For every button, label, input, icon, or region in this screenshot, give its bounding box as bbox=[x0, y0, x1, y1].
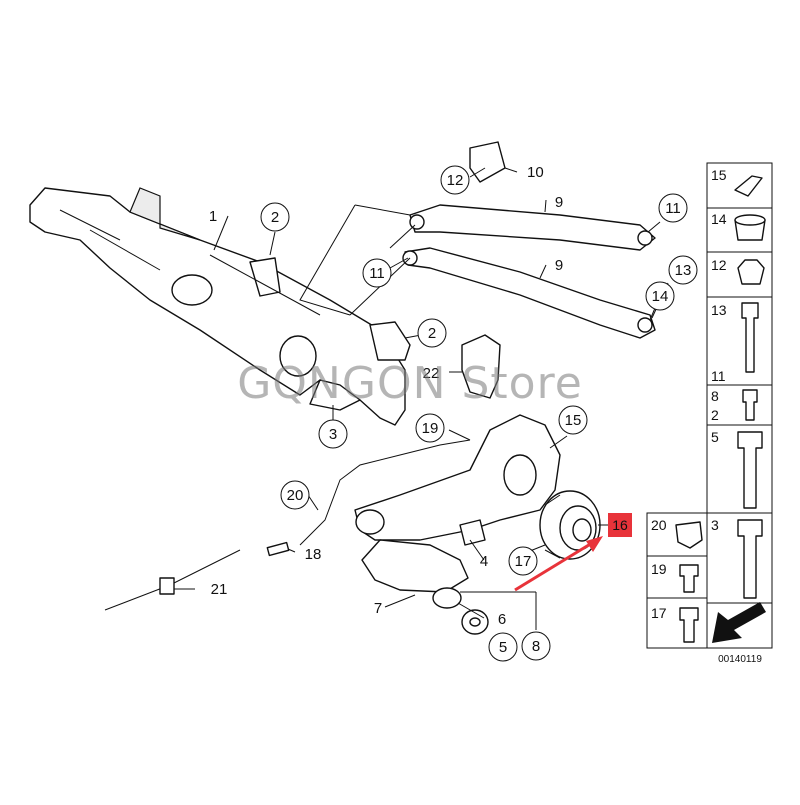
legend-2: 2 bbox=[711, 407, 719, 423]
callout-11: 11 bbox=[658, 193, 688, 223]
callout-21: 21 bbox=[211, 581, 228, 598]
hardware-legend: 15 14 12 13 11 8 2 5 3 bbox=[706, 162, 773, 604]
callout-1: 1 bbox=[209, 208, 217, 225]
hex-bolt-icon bbox=[741, 302, 759, 373]
legend-3: 3 bbox=[711, 517, 719, 533]
callout-14: 14 bbox=[645, 281, 675, 311]
long-bolt-icon bbox=[737, 519, 763, 599]
callout-9: 9 bbox=[555, 194, 563, 211]
svg-text:15: 15 bbox=[565, 412, 582, 429]
upper-control-arm bbox=[409, 204, 656, 251]
legend-19: 19 bbox=[651, 561, 667, 577]
callout-4: 4 bbox=[480, 553, 488, 570]
callout-20: 20 bbox=[280, 480, 310, 510]
reinforcement-plate bbox=[361, 539, 469, 593]
callout-10: 10 bbox=[527, 164, 544, 181]
store-watermark: GQNGON Store bbox=[237, 358, 583, 409]
svg-text:2: 2 bbox=[271, 209, 279, 226]
legend-13: 13 bbox=[711, 302, 727, 318]
wear-sensor-wire bbox=[299, 439, 471, 546]
socket-bolt-icon bbox=[679, 564, 699, 593]
legend-17: 17 bbox=[651, 605, 667, 621]
svg-text:11: 11 bbox=[369, 265, 385, 282]
legend-14: 14 bbox=[711, 211, 727, 227]
short-bolt-icon bbox=[742, 389, 758, 421]
callout-22: 22 bbox=[423, 365, 440, 382]
svg-text:11: 11 bbox=[665, 200, 681, 217]
callout-7: 7 bbox=[374, 600, 382, 617]
diagram-code: 00140119 bbox=[718, 654, 762, 665]
dust-shield bbox=[461, 334, 501, 399]
rear-subframe bbox=[29, 187, 411, 426]
legend-11: 11 bbox=[711, 368, 726, 384]
svg-text:5: 5 bbox=[499, 639, 507, 656]
wheel-hub-bearing bbox=[539, 490, 601, 560]
hardware-legend-secondary: 20 19 17 bbox=[646, 512, 708, 649]
callout-12: 12 bbox=[440, 165, 470, 195]
plain-callouts: 1 10 9 9 22 4 18 21 7 6 bbox=[209, 164, 563, 628]
legend-8: 8 bbox=[711, 388, 719, 404]
small-bolt-icon bbox=[679, 607, 699, 643]
svg-text:17: 17 bbox=[515, 553, 532, 570]
highlight-arrow bbox=[514, 536, 603, 592]
rubber-mount bbox=[432, 587, 462, 609]
callout-9: 9 bbox=[555, 257, 563, 274]
svg-text:2: 2 bbox=[428, 325, 436, 342]
sensor-connector bbox=[266, 541, 290, 557]
callout-15: 15 bbox=[558, 405, 588, 435]
svg-text:20: 20 bbox=[287, 487, 304, 504]
flange-bolt-icon bbox=[737, 431, 763, 509]
direction-arrow-icon bbox=[706, 602, 773, 649]
washer-hole bbox=[469, 617, 481, 627]
legend-5: 5 bbox=[711, 429, 719, 445]
callout-13: 13 bbox=[668, 255, 698, 285]
svg-text:3: 3 bbox=[329, 426, 337, 443]
callout-11: 11 bbox=[362, 258, 392, 288]
callout-2: 2 bbox=[417, 318, 447, 348]
svg-text:12: 12 bbox=[447, 172, 464, 189]
callout-2: 2 bbox=[260, 202, 290, 232]
callout-5: 5 bbox=[488, 632, 518, 662]
lower-control-arm bbox=[402, 247, 656, 339]
svg-text:14: 14 bbox=[652, 288, 669, 305]
svg-text:19: 19 bbox=[422, 420, 439, 437]
legend-15: 15 bbox=[711, 167, 727, 183]
callout-18: 18 bbox=[305, 546, 322, 563]
connector-icon bbox=[675, 521, 703, 549]
callout-19: 19 bbox=[415, 413, 445, 443]
callout-8: 8 bbox=[521, 631, 551, 661]
hex-nut-icon bbox=[737, 259, 765, 285]
callouts: 2 2 3 12 11 11 13 14 15 19 20 17 5 8 bbox=[260, 165, 698, 662]
callout-3: 3 bbox=[318, 419, 348, 449]
mounting-bracket bbox=[469, 141, 506, 183]
callout-16-highlighted: 16 bbox=[608, 513, 632, 537]
wheel-carrier bbox=[354, 414, 561, 546]
svg-text:13: 13 bbox=[675, 262, 692, 279]
callout-6: 6 bbox=[498, 611, 506, 628]
svg-text:16: 16 bbox=[612, 517, 628, 533]
legend-20: 20 bbox=[651, 517, 667, 533]
clip-nut-icon bbox=[734, 175, 763, 197]
cable-clip bbox=[159, 577, 175, 595]
legend-12: 12 bbox=[711, 257, 727, 273]
svg-text:8: 8 bbox=[532, 638, 540, 655]
callout-17: 17 bbox=[508, 546, 538, 576]
